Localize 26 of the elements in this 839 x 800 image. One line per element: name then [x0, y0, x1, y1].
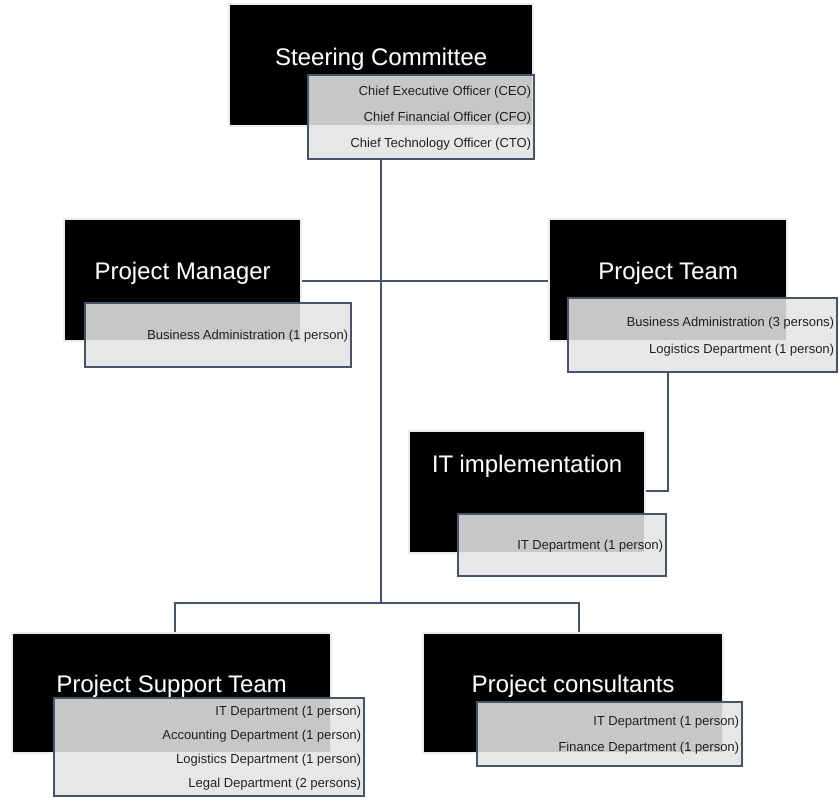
role-title: Project consultants: [470, 670, 676, 700]
member-entry: Chief Technology Officer (CTO): [350, 134, 531, 152]
member-entry: Chief Financial Officer (CFO): [364, 108, 531, 126]
member-entry: Legal Department (2 persons): [188, 774, 361, 792]
role-title: Steering Committee: [274, 43, 488, 73]
member-entry: Business Administration (3 persons): [626, 313, 834, 331]
member-entry: IT Department (1 person): [593, 712, 739, 730]
member-entry: Finance Department (1 person): [558, 738, 739, 756]
role-title: Project Support Team: [55, 670, 288, 700]
members-panel: [567, 297, 838, 373]
members-panel: [53, 697, 365, 797]
member-entry: IT Department (1 person): [215, 702, 361, 720]
connector-line: [644, 373, 669, 492]
members-panel: [457, 513, 667, 577]
members-panel: [307, 74, 535, 160]
member-entry: Logistics Department (1 person): [649, 340, 834, 358]
role-title: Project Team: [597, 257, 739, 287]
member-entry: IT Department (1 person): [517, 536, 663, 554]
member-entry: Accounting Department (1 person): [162, 726, 361, 744]
member-entry: Chief Executive Officer (CEO): [358, 82, 531, 100]
member-entry: Logistics Department (1 person): [176, 750, 361, 768]
members-panel: [84, 302, 352, 368]
members-panel: [476, 701, 743, 767]
role-title: IT implementation: [430, 450, 624, 480]
role-title: Project Manager: [93, 257, 272, 287]
member-entry: Business Administration (1 person): [147, 326, 348, 344]
